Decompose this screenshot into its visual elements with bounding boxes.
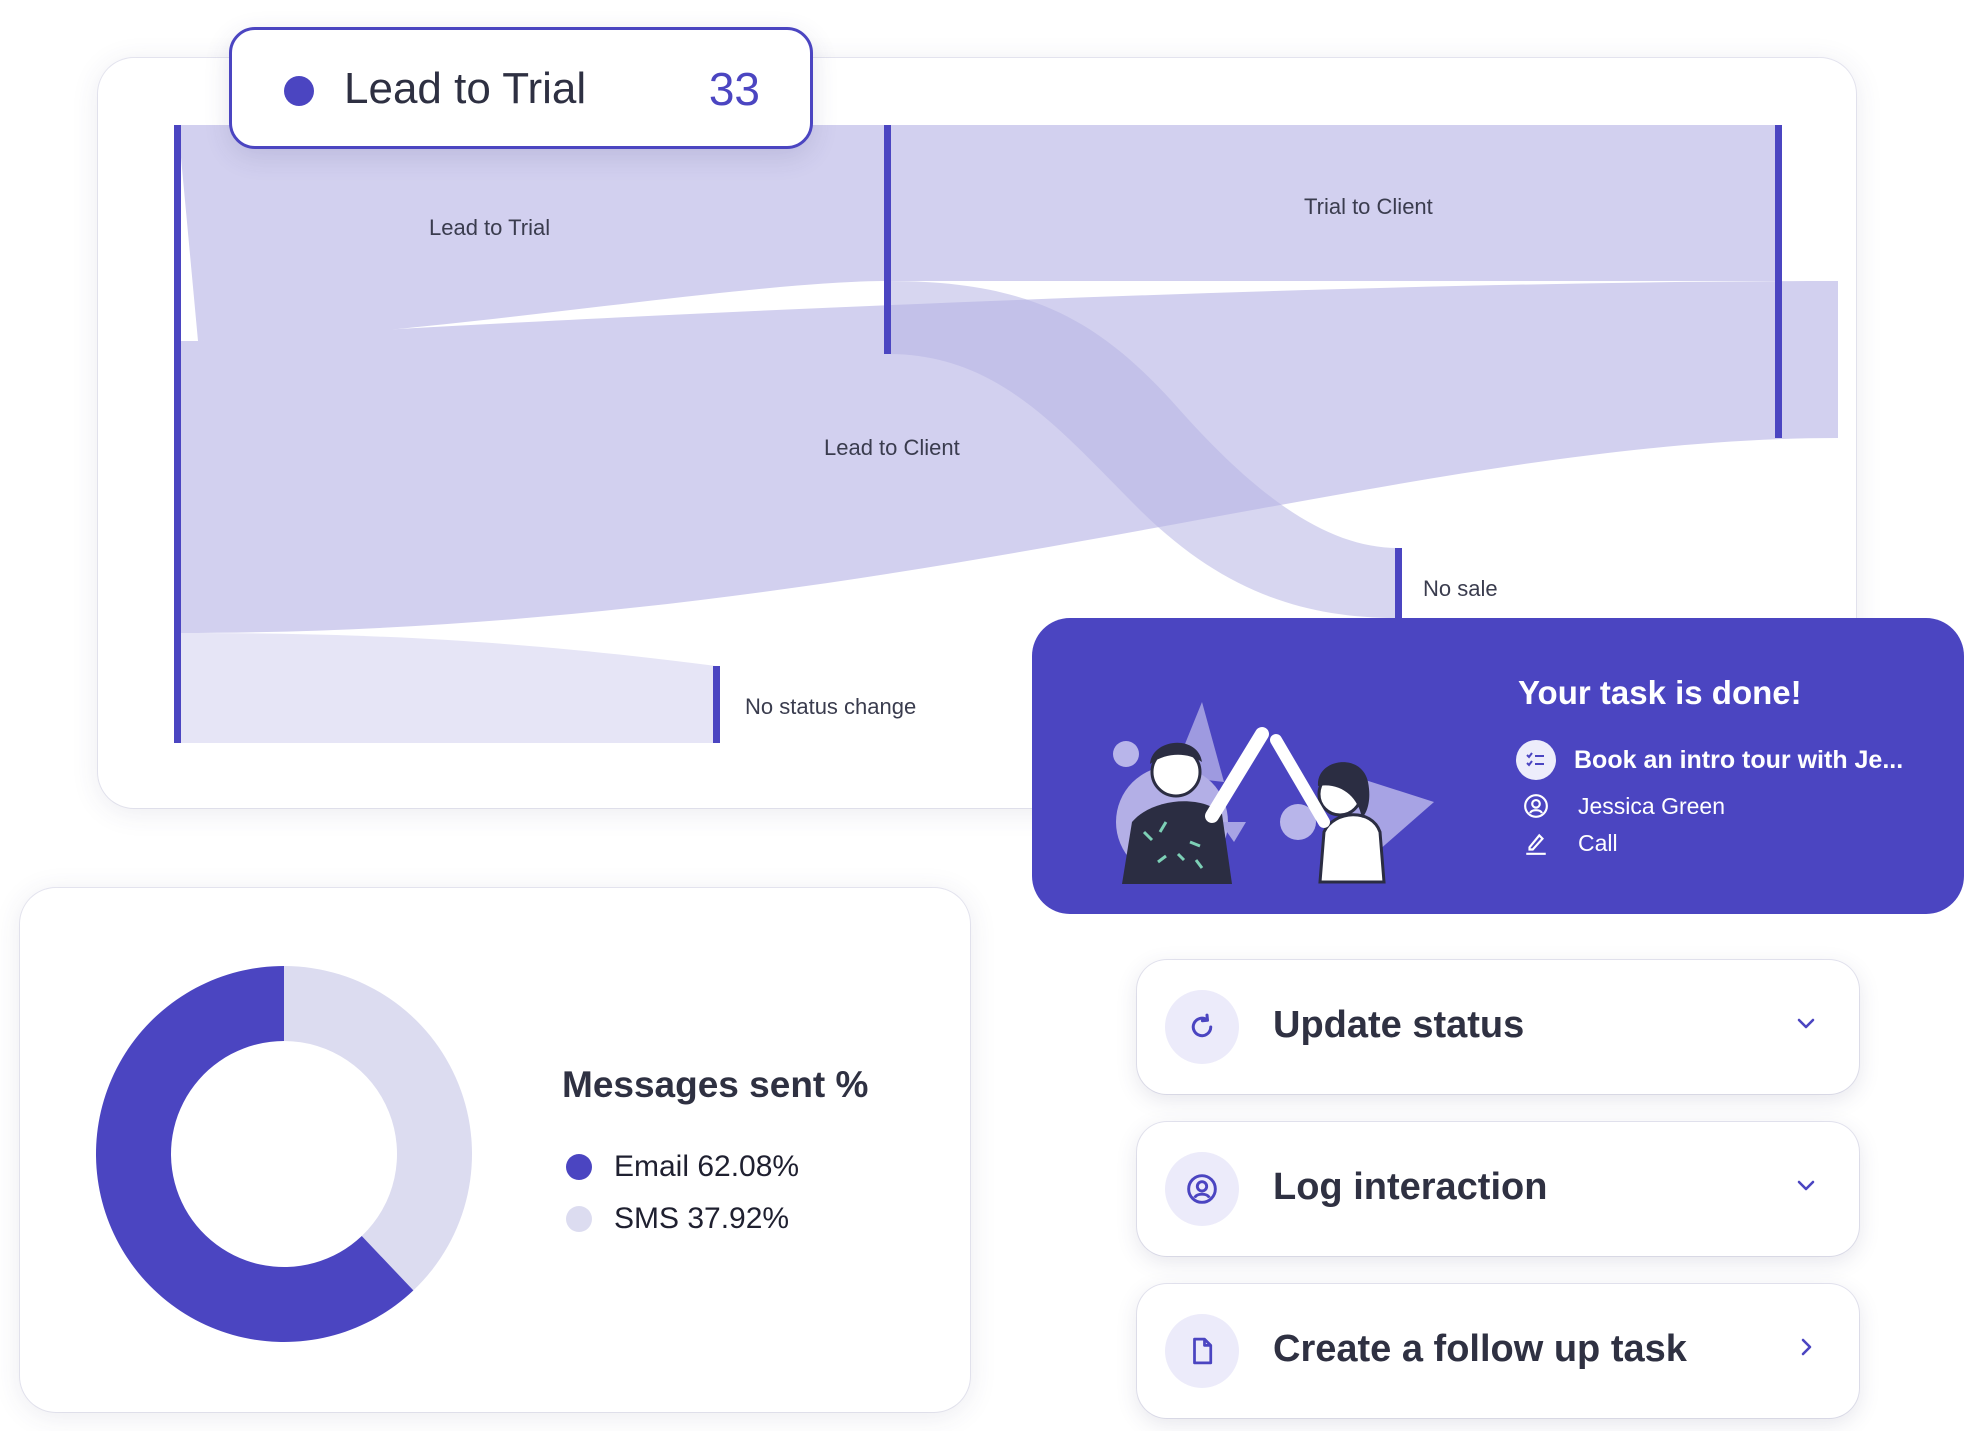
task-type: Call: [1578, 829, 1618, 856]
task-name-row[interactable]: Book an intro tour with Je...: [1516, 740, 1903, 780]
user-circle-icon: [1516, 786, 1556, 826]
legend-item-sms: SMS 37.92%: [566, 1202, 789, 1236]
label-no-sale: No sale: [1423, 576, 1498, 601]
node-bar-leads: [174, 125, 181, 743]
node-bar-client: [1775, 125, 1782, 438]
flow-lead-to-trial[interactable]: [178, 125, 888, 341]
log-interaction-label: Log interaction: [1273, 1166, 1548, 1208]
flow-lead-to-client[interactable]: [178, 281, 1838, 633]
chevron-down-icon[interactable]: [1791, 1008, 1821, 1038]
user-circle-icon: [1165, 1152, 1239, 1226]
create-follow-up-task-button[interactable]: Create a follow up task: [1137, 1284, 1859, 1418]
chevron-right-icon[interactable]: [1791, 1332, 1821, 1362]
sankey-tooltip: Lead to Trial 33: [229, 27, 813, 149]
legend-swatch-email: [566, 1154, 592, 1180]
label-no-status-change: No status change: [745, 694, 917, 719]
refresh-icon: [1165, 990, 1239, 1064]
label-lead-to-trial: Lead to Trial: [429, 215, 551, 240]
sankey-chart-card: Lead to Trial Trial to Client Lead to Cl…: [98, 58, 1856, 808]
tooltip-label: Lead to Trial: [344, 64, 587, 113]
label-lead-to-client: Lead to Client: [824, 435, 960, 460]
donut-slice-email[interactable]: [95, 966, 414, 1342]
checklist-icon: [1516, 740, 1556, 780]
flow-no-status-change[interactable]: [178, 633, 716, 743]
node-bar-trial: [884, 125, 891, 354]
node-bar-no-status-change: [713, 666, 720, 743]
task-contact-row[interactable]: Jessica Green: [1516, 786, 1725, 826]
flow-trial-no-sale[interactable]: [888, 281, 1398, 618]
high-five-illustration: [1113, 702, 1434, 884]
document-icon: [1165, 1314, 1239, 1388]
messages-chart-card: Messages sent % Email 62.08% SMS 37.92%: [20, 888, 970, 1412]
create-follow-up-task-label: Create a follow up task: [1273, 1328, 1687, 1370]
task-type-row: Call: [1516, 823, 1618, 863]
label-trial-to-client: Trial to Client: [1304, 194, 1433, 219]
legend-label-email: Email 62.08%: [614, 1150, 800, 1183]
task-done-card: Your task is done! Book an intro tour wi…: [1032, 618, 1964, 914]
task-name: Book an intro tour with Je...: [1574, 745, 1904, 774]
flow-trial-to-client[interactable]: [888, 125, 1778, 281]
tooltip-dot: [284, 76, 314, 106]
messages-donut-chart: [95, 966, 472, 1342]
pencil-icon: [1516, 823, 1556, 863]
legend-label-sms: SMS 37.92%: [614, 1202, 790, 1235]
node-bar-no-sale: [1395, 548, 1402, 618]
chevron-down-icon[interactable]: [1791, 1170, 1821, 1200]
tooltip-value: 33: [708, 63, 760, 115]
log-interaction-button[interactable]: Log interaction: [1137, 1122, 1859, 1256]
update-status-button[interactable]: Update status: [1137, 960, 1859, 1094]
legend-swatch-sms: [566, 1206, 592, 1232]
update-status-label: Update status: [1273, 1004, 1525, 1046]
chart-title: Messages sent %: [562, 1064, 869, 1105]
donut-slice-sms[interactable]: [284, 966, 472, 1291]
task-contact: Jessica Green: [1578, 792, 1726, 819]
legend-item-email: Email 62.08%: [566, 1150, 799, 1184]
sankey-chart: [174, 125, 1838, 743]
task-done-title: Your task is done!: [1518, 674, 1802, 711]
